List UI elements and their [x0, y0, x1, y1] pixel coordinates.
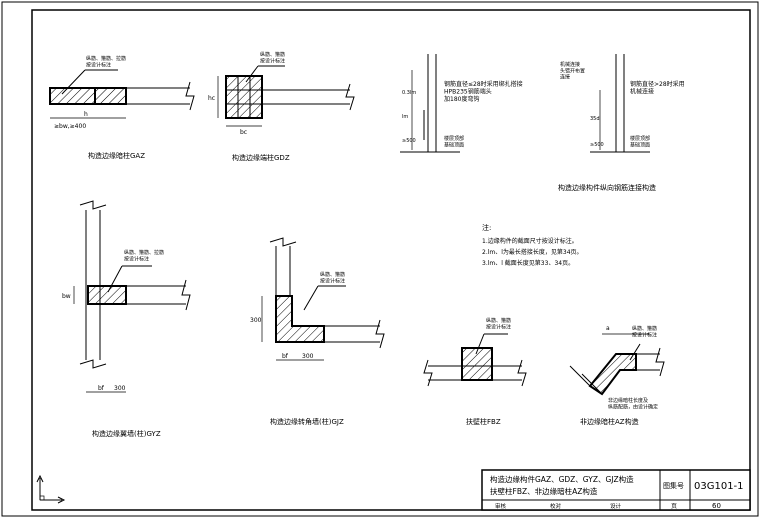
detail-gdz: 纵筋、箍筋按设计标注 hc bc 构造边缘端柱GDZ: [208, 51, 355, 162]
gaz-dim-bottom: ≥bw,≥400: [54, 123, 86, 130]
lap-dim-1: 0.3lm: [402, 90, 416, 96]
gdz-caption: 构造边缘端柱GDZ: [232, 153, 290, 162]
title-block: 构造边缘构件GAZ、GDZ、GYZ、GJZ构造 扶壁柱FBZ、非边缘暗柱AZ构造…: [481, 469, 751, 511]
gdz-callout: 纵筋、箍筋按设计标注: [260, 51, 285, 64]
detail-bz: 纵筋、箍筋按设计标注 扶壁柱FBZ: [423, 317, 527, 426]
atlas-number: 03G101-1: [694, 481, 744, 492]
gyz-dim-side: bw: [62, 293, 71, 300]
detail-gjz: 纵筋、箍筋按设计标注 300 bf 300 构造边缘转角墙(柱)GJZ: [250, 237, 385, 426]
notes-block: 注: 1.边缘构件的截面尺寸按设计标注。 2.lm、l为最长搭接长度，见第34页…: [482, 223, 583, 267]
lap-dim-r1: 35d: [590, 116, 600, 122]
lap-dim-3: ≥500: [402, 138, 416, 144]
note-2: 2.lm、l为最长搭接长度，见第34页。: [482, 248, 583, 256]
title-line-1: 构造边缘构件GAZ、GDZ、GYZ、GJZ构造: [490, 474, 634, 484]
page-number: 60: [712, 502, 721, 510]
sign-label-1: 审核: [495, 502, 507, 510]
az-callout: 纵筋、箍筋按设计标注: [632, 325, 657, 338]
inner-border: [31, 9, 751, 511]
gjz-callout: 纵筋、箍筋按设计标注: [320, 271, 345, 284]
az-note: 非边缘暗柱长度及纵筋配筋，由设计确定: [608, 397, 658, 410]
detail-gyz: 纵筋、箍筋、拉筋按设计标注 bw bf 300 构造边缘翼墙(柱)GYZ: [62, 200, 191, 438]
gjz-caption: 构造边缘转角墙(柱)GJZ: [270, 417, 344, 426]
detail-gaz: 纵筋、箍筋、拉筋按设计标注 h ≥bw,≥400 构造边缘暗柱GAZ: [49, 55, 195, 160]
notes-heading: 注:: [482, 223, 491, 232]
lap-dim-2: lm: [402, 114, 408, 120]
gyz-callout: 纵筋、箍筋、拉筋按设计标注: [124, 249, 164, 262]
sign-label-3: 设计: [610, 502, 622, 510]
lap-floor-left: 楼层顶部基础顶面: [444, 135, 464, 148]
gaz-callout: 纵筋、箍筋、拉筋按设计标注: [86, 55, 126, 68]
bz-callout: 纵筋、箍筋按设计标注: [486, 317, 511, 330]
az-dim-top: a: [606, 325, 610, 332]
gjz-dim-a: bf: [282, 353, 289, 360]
az-caption: 非边缘暗柱AZ构造: [580, 417, 639, 426]
bz-caption: 扶壁柱FBZ: [466, 417, 501, 426]
gyz-dim-b: 300: [114, 385, 126, 392]
lap-note-right-top: 机械连接头错开布置连接: [560, 61, 585, 81]
detail-az: a 纵筋、箍筋按设计标注 非边缘暗柱长度及纵筋配筋，由设计确定 非边缘暗柱AZ构…: [569, 325, 665, 426]
note-1: 1.边缘构件的截面尺寸按设计标注。: [482, 237, 578, 245]
sign-label-2: 校对: [550, 502, 562, 510]
gyz-caption: 构造边缘翼墙(柱)GYZ: [92, 429, 161, 438]
lap-note-right: 钢筋直径>28时采用机械连接: [630, 80, 685, 96]
gyz-dim-a: bf: [98, 385, 105, 392]
gjz-dim-b: 300: [302, 353, 314, 360]
gjz-dim-side: 300: [250, 317, 262, 324]
title-line-2: 扶壁柱FBZ、非边缘暗柱AZ构造: [490, 486, 598, 496]
page-label: 页: [671, 503, 677, 510]
lap-floor-right: 楼层顶部基础顶面: [630, 135, 650, 148]
lap-dim-r2: ≥500: [590, 142, 604, 148]
lap-caption: 构造边缘构件纵向钢筋连接构造: [558, 183, 656, 192]
gdz-dim-bottom: bc: [240, 129, 247, 136]
note-3: 3.lm、l 截面长度见第33、34页。: [482, 259, 574, 267]
ucs-axis-icon: [36, 474, 66, 504]
gaz-dim-h: h: [84, 111, 88, 118]
gdz-dim-side: hc: [208, 95, 215, 102]
atlas-label: 图集号: [663, 481, 684, 490]
gaz-caption: 构造边缘暗柱GAZ: [88, 151, 145, 160]
